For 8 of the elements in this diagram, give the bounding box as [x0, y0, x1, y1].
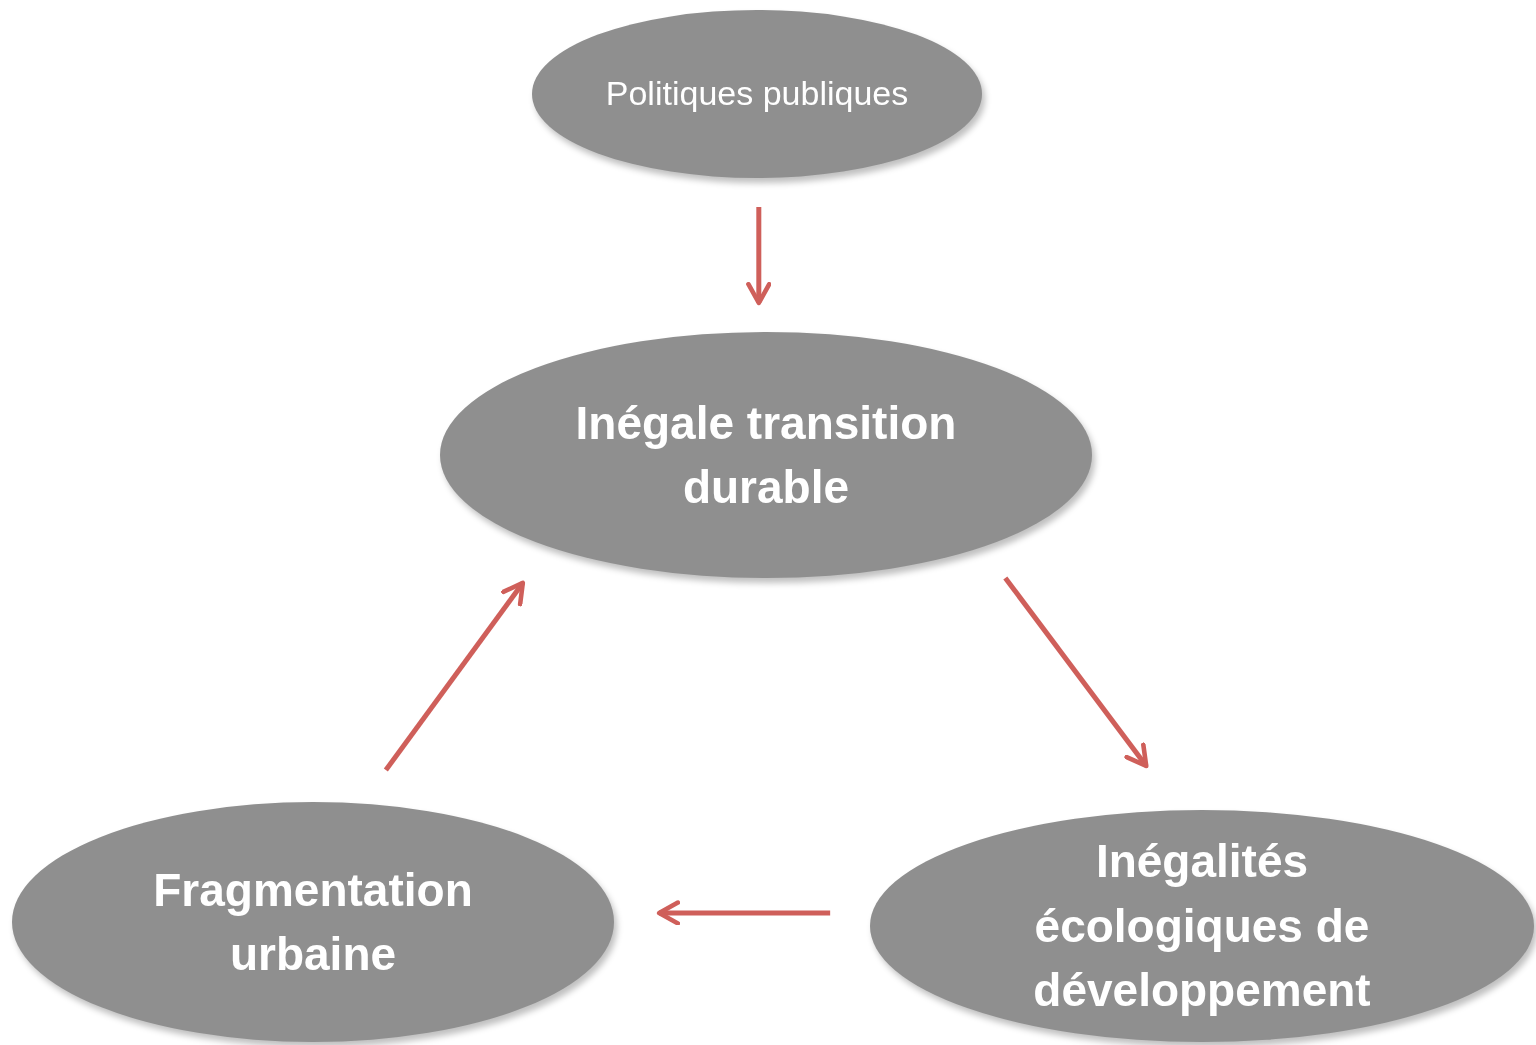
node-label: Fragmentation urbaine	[152, 862, 474, 982]
node-label: Inégale transition durable	[574, 395, 958, 515]
node-label: Inégalités écologiques de développement	[1032, 834, 1372, 1019]
node-label: Politiques publiques	[605, 73, 909, 115]
arrow	[1003, 576, 1149, 769]
arrow	[656, 900, 831, 926]
arrow	[383, 580, 526, 772]
arrow	[746, 207, 772, 306]
